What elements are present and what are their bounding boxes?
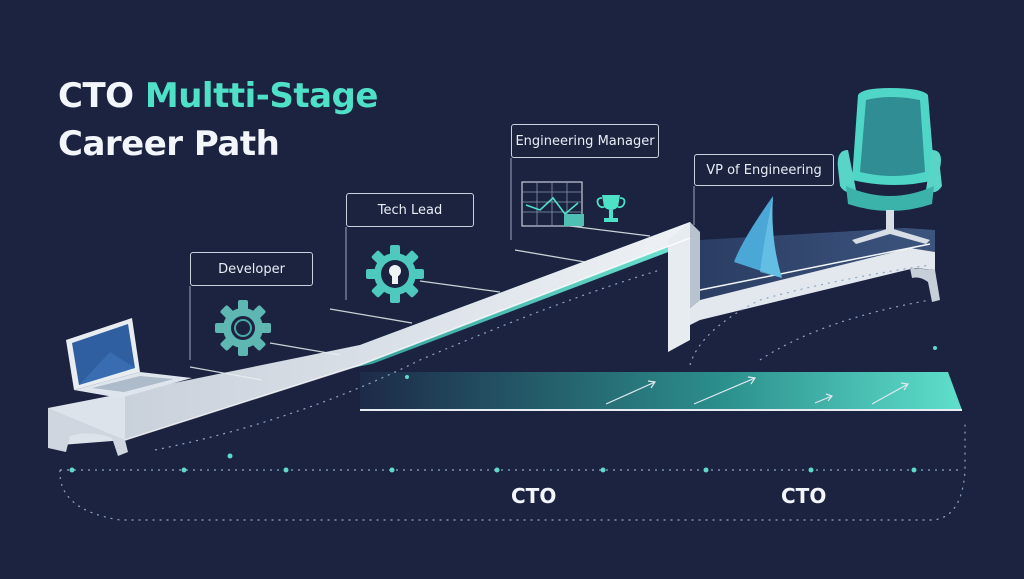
stage-label-engineering-manager: Engineering Manager: [511, 124, 659, 158]
lightbulb-gear-icon: [366, 245, 424, 303]
stage-label-developer: Developer: [190, 252, 313, 286]
lower-track: [360, 372, 962, 411]
title-line-1: CTO Multti-Stage: [58, 72, 378, 120]
cto-label-right: CTO: [781, 484, 827, 508]
laptop-icon: [66, 318, 192, 398]
page-title: CTO Multti-Stage Career Path: [58, 72, 378, 168]
trophy-icon: [596, 195, 626, 222]
stage-label-vp-engineering: VP of Engineering: [694, 154, 834, 186]
arrow-markers: [605, 376, 910, 405]
cto-label-left: CTO: [511, 484, 557, 508]
chart-board-icon: [521, 181, 584, 227]
title-line-2: Career Path: [58, 124, 280, 164]
executive-chair-icon: [837, 88, 942, 244]
label-leaders: [189, 158, 695, 360]
gear-icon: [215, 300, 271, 356]
vp-platform: [690, 228, 940, 325]
title-plain: CTO: [58, 76, 145, 116]
stage-label-tech-lead: Tech Lead: [346, 193, 474, 227]
career-ramp: [48, 222, 700, 456]
sail-icon: [734, 196, 782, 278]
title-accent: Multti-Stage: [144, 76, 379, 116]
path-dots: [69, 346, 937, 473]
